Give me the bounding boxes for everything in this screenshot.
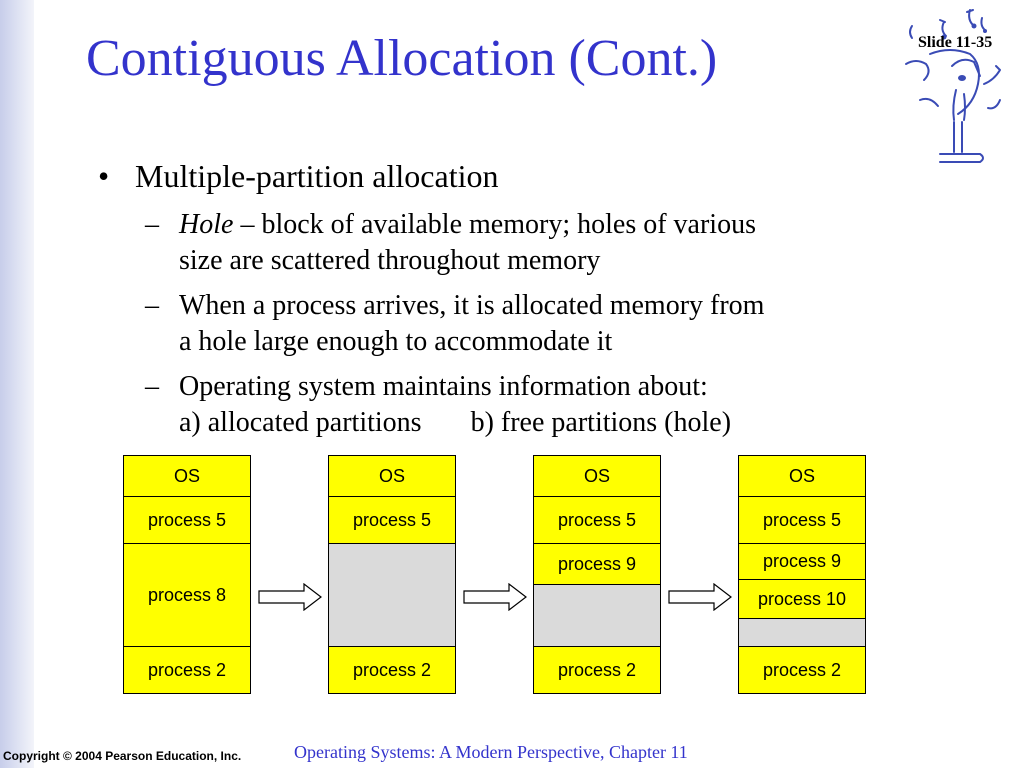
hole-definition: – block of available memory; holes of va… [233, 209, 756, 240]
sub-bullet-dash: – [145, 290, 159, 321]
right-arrow-icon [668, 583, 732, 611]
partition-hole [739, 618, 865, 646]
bullet-main: Multiple-partition allocation [135, 158, 499, 194]
memory-column-3: OS process 5 process 9 process 2 [533, 455, 661, 694]
slide-title: Contiguous Allocation (Cont.) [86, 30, 718, 87]
partition-os: OS [583, 465, 610, 486]
partition-process-2: process 2 [739, 646, 865, 693]
partition-hole [534, 584, 660, 646]
partition-os: OS [378, 465, 405, 486]
free-partitions: b) free partitions (hole) [470, 407, 732, 438]
right-arrow-icon [258, 583, 322, 611]
allocated-partitions: a) allocated partitions [179, 407, 422, 438]
sub-bullet-os-line1: Operating system maintains information a… [179, 371, 708, 402]
partition-process-9: process 9 [534, 543, 660, 584]
dinosaur-music-logo-icon [905, 9, 1001, 163]
sub-bullet-hole-line2: size are scattered throughout memory [179, 245, 601, 276]
memory-column-4: OS process 5 process 9 process 10 proces… [738, 455, 866, 694]
partition-process-2: process 2 [534, 646, 660, 693]
term-hole: Hole [179, 209, 234, 240]
partition-process-2: process 2 [124, 646, 250, 693]
bullet-dot: • [98, 158, 110, 194]
sub-bullet-dash: – [145, 371, 159, 402]
sub-bullet-hole-line1: Hole – block of available memory; holes … [179, 207, 756, 243]
sub-bullet-arrival-line1: When a process arrives, it is allocated … [179, 290, 765, 321]
partition-process-8: process 8 [124, 543, 250, 646]
sub-bullet-os-line2: a) allocated partitions b) free partition… [179, 405, 731, 441]
memory-column-2: OS process 5 process 2 [328, 455, 456, 694]
right-arrow-icon [463, 583, 527, 611]
memory-column-1: OS process 5 process 8 process 2 [123, 455, 251, 694]
partition-process-5: process 5 [329, 496, 455, 543]
footer-book-title: Operating Systems: A Modern Perspective,… [294, 742, 688, 762]
partition-process-10: process 10 [739, 579, 865, 618]
partition-hole [329, 543, 455, 646]
side-gradient-bar [0, 0, 34, 768]
footer-copyright: Copyright © 2004 Pearson Education, Inc. [3, 749, 242, 763]
sub-bullet-arrival-line2: a hole large enough to accommodate it [179, 326, 613, 357]
partition-process-5: process 5 [534, 496, 660, 543]
partition-process-2: process 2 [329, 646, 455, 693]
partition-process-5: process 5 [124, 496, 250, 543]
partition-process-9: process 9 [739, 543, 865, 579]
slide-number: Slide 11-35 [918, 34, 993, 51]
partition-os: OS [173, 465, 200, 486]
partition-process-5: process 5 [739, 496, 865, 543]
sub-bullet-dash: – [145, 209, 159, 240]
partition-os: OS [788, 465, 815, 486]
